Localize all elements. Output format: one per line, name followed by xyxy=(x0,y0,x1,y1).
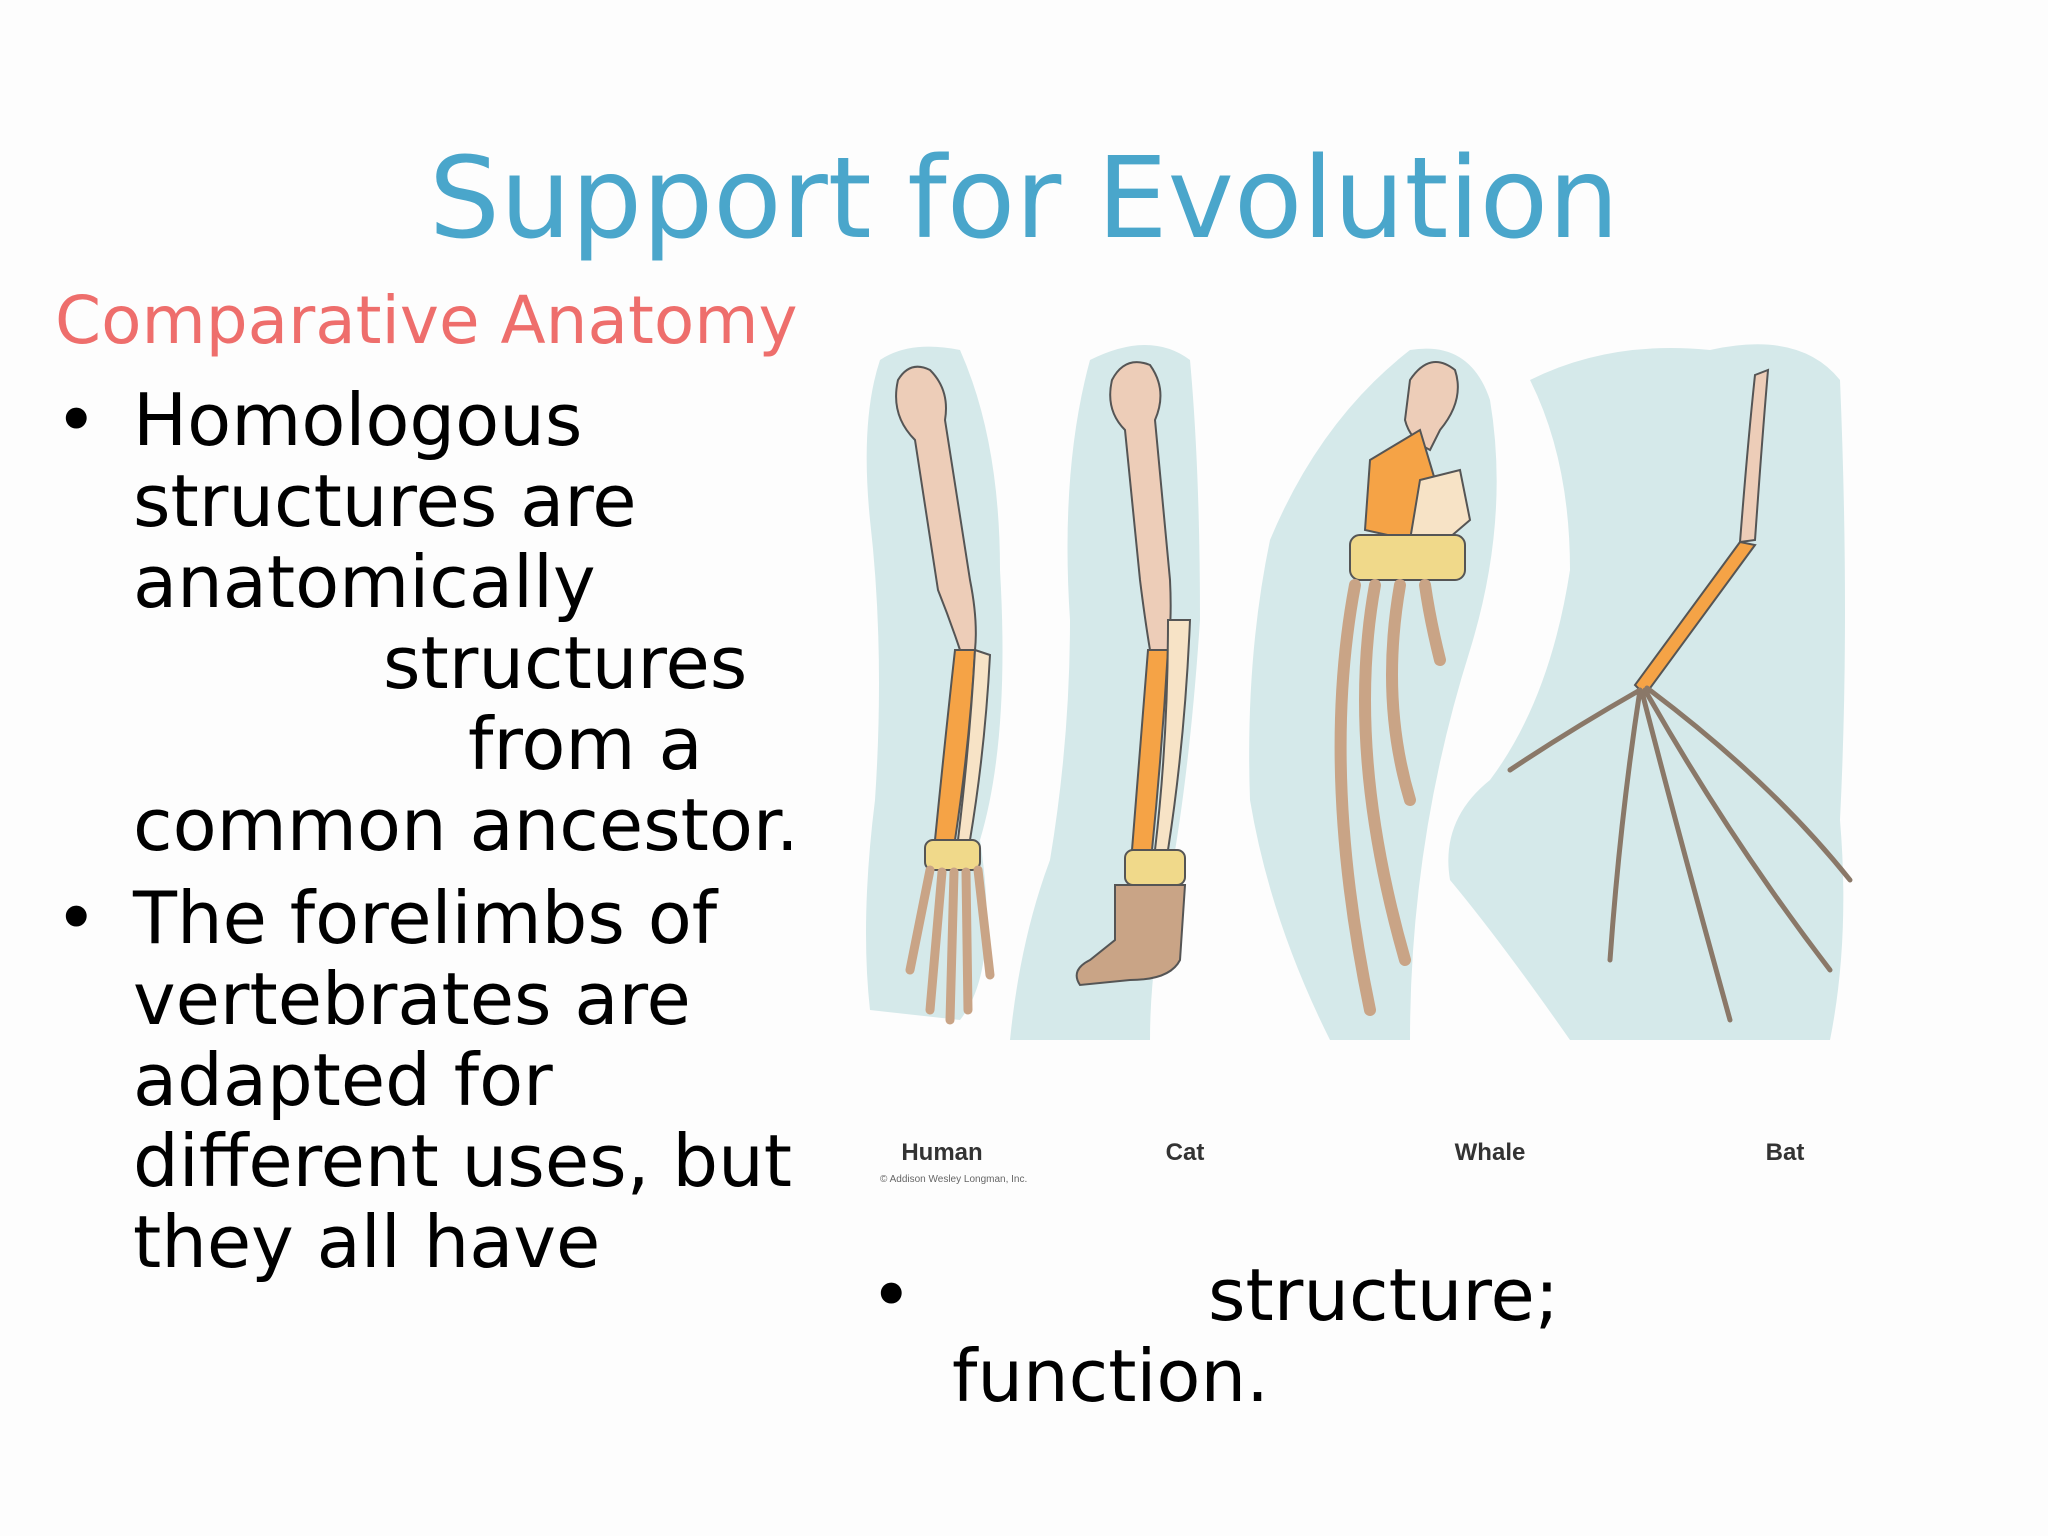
human-carpals xyxy=(924,839,981,871)
bullet-structure-function: • structure; function. xyxy=(870,1255,1559,1417)
bullet-text-line: function. xyxy=(952,1334,1270,1418)
bullet-text-line: structures xyxy=(383,621,748,705)
forelimb-comparison-figure: Human Cat Whale Bat © Addison Wesley Lon… xyxy=(850,320,2000,1220)
section-heading: Comparative Anatomy xyxy=(55,282,798,359)
bullet-text-line: adapted for xyxy=(133,1038,553,1122)
forelimb-diagram: Human Cat Whale Bat © Addison Wesley Lon… xyxy=(866,344,1853,1185)
bullet-marker: • xyxy=(870,1253,913,1337)
bat-wing xyxy=(1507,368,1853,1023)
cat-carpals xyxy=(1124,849,1186,886)
bat-digits xyxy=(1507,685,1853,1023)
bullet-text-line: Homologous xyxy=(133,378,583,462)
bullet-text-line: The forelimbs of xyxy=(133,876,718,960)
slide-title: Support for Evolution xyxy=(428,134,1620,264)
label-human: Human xyxy=(901,1139,982,1166)
label-bat: Bat xyxy=(1766,1139,1805,1166)
bullet-text-line: different uses, but xyxy=(133,1119,792,1203)
image-credit: © Addison Wesley Longman, Inc. xyxy=(880,1174,1027,1185)
bullet-text-line: structures are xyxy=(133,459,637,543)
human-humerus xyxy=(895,365,977,651)
bullet-text-line: they all have xyxy=(133,1200,601,1284)
bullet-text-line: from a xyxy=(468,702,703,786)
label-whale: Whale xyxy=(1455,1139,1526,1166)
bat-humerus xyxy=(1738,368,1770,544)
whale-flipper xyxy=(1334,361,1472,1016)
cat-paw xyxy=(1075,884,1187,987)
bullet-forelimbs: • The forelimbs of vertebrates are adapt… xyxy=(55,878,825,1283)
human-forelimb xyxy=(895,365,995,1025)
bullet-text-line: common ancestor. xyxy=(133,783,799,867)
label-cat: Cat xyxy=(1166,1139,1205,1166)
whale-phalanges xyxy=(1334,579,1446,1016)
bullet-text-line: vertebrates are xyxy=(133,957,691,1041)
whale-carpals xyxy=(1349,534,1466,581)
bullet-marker: • xyxy=(55,876,98,960)
bullet-list: • Homologous structures are anatomically… xyxy=(55,380,825,1283)
human-phalanges xyxy=(905,865,995,1025)
whale-flipper-silhouette xyxy=(1249,348,1497,1041)
bullet-text-line: structure; xyxy=(1208,1253,1559,1337)
bullet-homologous: • Homologous structures are anatomically… xyxy=(55,380,825,866)
cat-forelimb xyxy=(1075,361,1192,987)
bullet-marker: • xyxy=(55,378,98,462)
bullet-text-line: anatomically xyxy=(133,540,596,624)
